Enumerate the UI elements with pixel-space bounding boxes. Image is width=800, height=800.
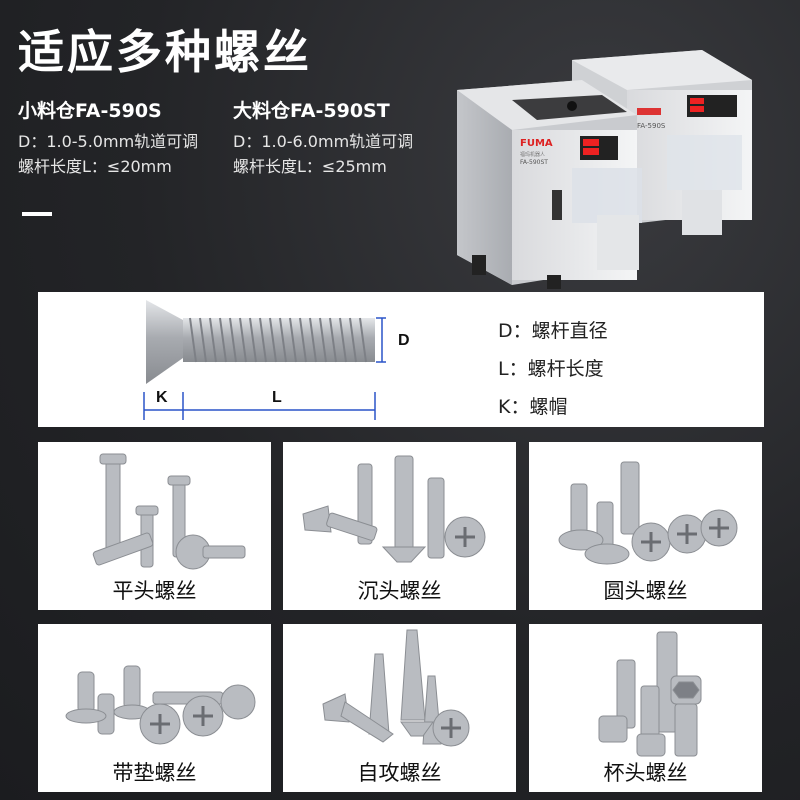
dimension-legend: D：螺杆直径 L：螺杆长度 K：螺帽 <box>498 312 608 426</box>
model-front-label: FA-590ST <box>520 159 548 166</box>
brand-logo: FUMA <box>520 138 553 149</box>
machine-front: FUMA 福玛机器人 FA-590ST <box>457 80 642 289</box>
dimension-l-label: L <box>272 389 282 406</box>
dimension-d-label: D <box>398 332 410 349</box>
screw-type-label: 自攻螺丝 <box>357 761 442 785</box>
washer-head-screws-image <box>65 665 256 745</box>
spec-diameter: D：1.0-5.0mm轨道可调 <box>18 132 199 151</box>
screw-type-tile: 平头螺丝 <box>38 442 271 610</box>
screw-type-tile: 带垫螺丝 <box>38 624 271 792</box>
self-tapping-screws-image <box>322 629 470 747</box>
countersunk-screws-image <box>302 455 486 563</box>
screw-type-tile: 自攻螺丝 <box>283 624 516 792</box>
divider-dash <box>22 212 52 216</box>
model-back-label: FA-590S <box>637 122 666 130</box>
screw-type-tile: 沉头螺丝 <box>283 442 516 610</box>
dimension-d-marker <box>376 317 386 363</box>
screw-type-tile: 圆头螺丝 <box>529 442 762 610</box>
dimension-drawing <box>143 300 386 420</box>
round-head-screws-image <box>558 461 738 565</box>
brand-sub: 福玛机器人 <box>520 151 545 158</box>
spec-length: 螺杆长度L：≤20mm <box>18 157 172 176</box>
thread-lines <box>189 317 367 363</box>
screw-type-label: 沉头螺丝 <box>357 579 442 603</box>
spec-length: 螺杆长度L：≤25mm <box>233 157 387 176</box>
spec-large-hopper: 大料仓FA-590ST D：1.0-6.0mm轨道可调 螺杆长度L：≤25mm <box>233 96 413 179</box>
spec-name: 大料仓FA-590ST <box>233 100 390 122</box>
legend-d: D：螺杆直径 <box>498 320 608 342</box>
screw-dimension-diagram: D K L D：螺杆直径 L：螺杆长度 K：螺帽 <box>38 292 764 427</box>
screw-type-label: 带垫螺丝 <box>112 761 197 785</box>
spec-name: 小料仓FA-590S <box>18 100 162 122</box>
socket-head-screws-image <box>598 631 702 757</box>
dimension-kl-marker <box>143 392 376 420</box>
screw-type-tile: 杯头螺丝 <box>529 624 762 792</box>
screw-type-label: 平头螺丝 <box>112 579 197 603</box>
screw-type-label: 杯头螺丝 <box>603 761 688 785</box>
flat-head-screws-image <box>92 453 246 570</box>
screw-feeder-machine-image: FA-590S FUMA 福玛机器人 FA-590ST <box>457 50 752 289</box>
spec-diameter: D：1.0-6.0mm轨道可调 <box>233 132 414 151</box>
headline: 适应多种螺丝 <box>18 25 312 79</box>
legend-l: L：螺杆长度 <box>498 358 604 380</box>
dimension-k-label: K <box>156 389 168 406</box>
screw-head <box>146 300 183 384</box>
legend-k: K：螺帽 <box>498 396 568 418</box>
screw-type-label: 圆头螺丝 <box>603 579 688 603</box>
spec-small-hopper: 小料仓FA-590S D：1.0-5.0mm轨道可调 螺杆长度L：≤20mm <box>18 96 198 179</box>
